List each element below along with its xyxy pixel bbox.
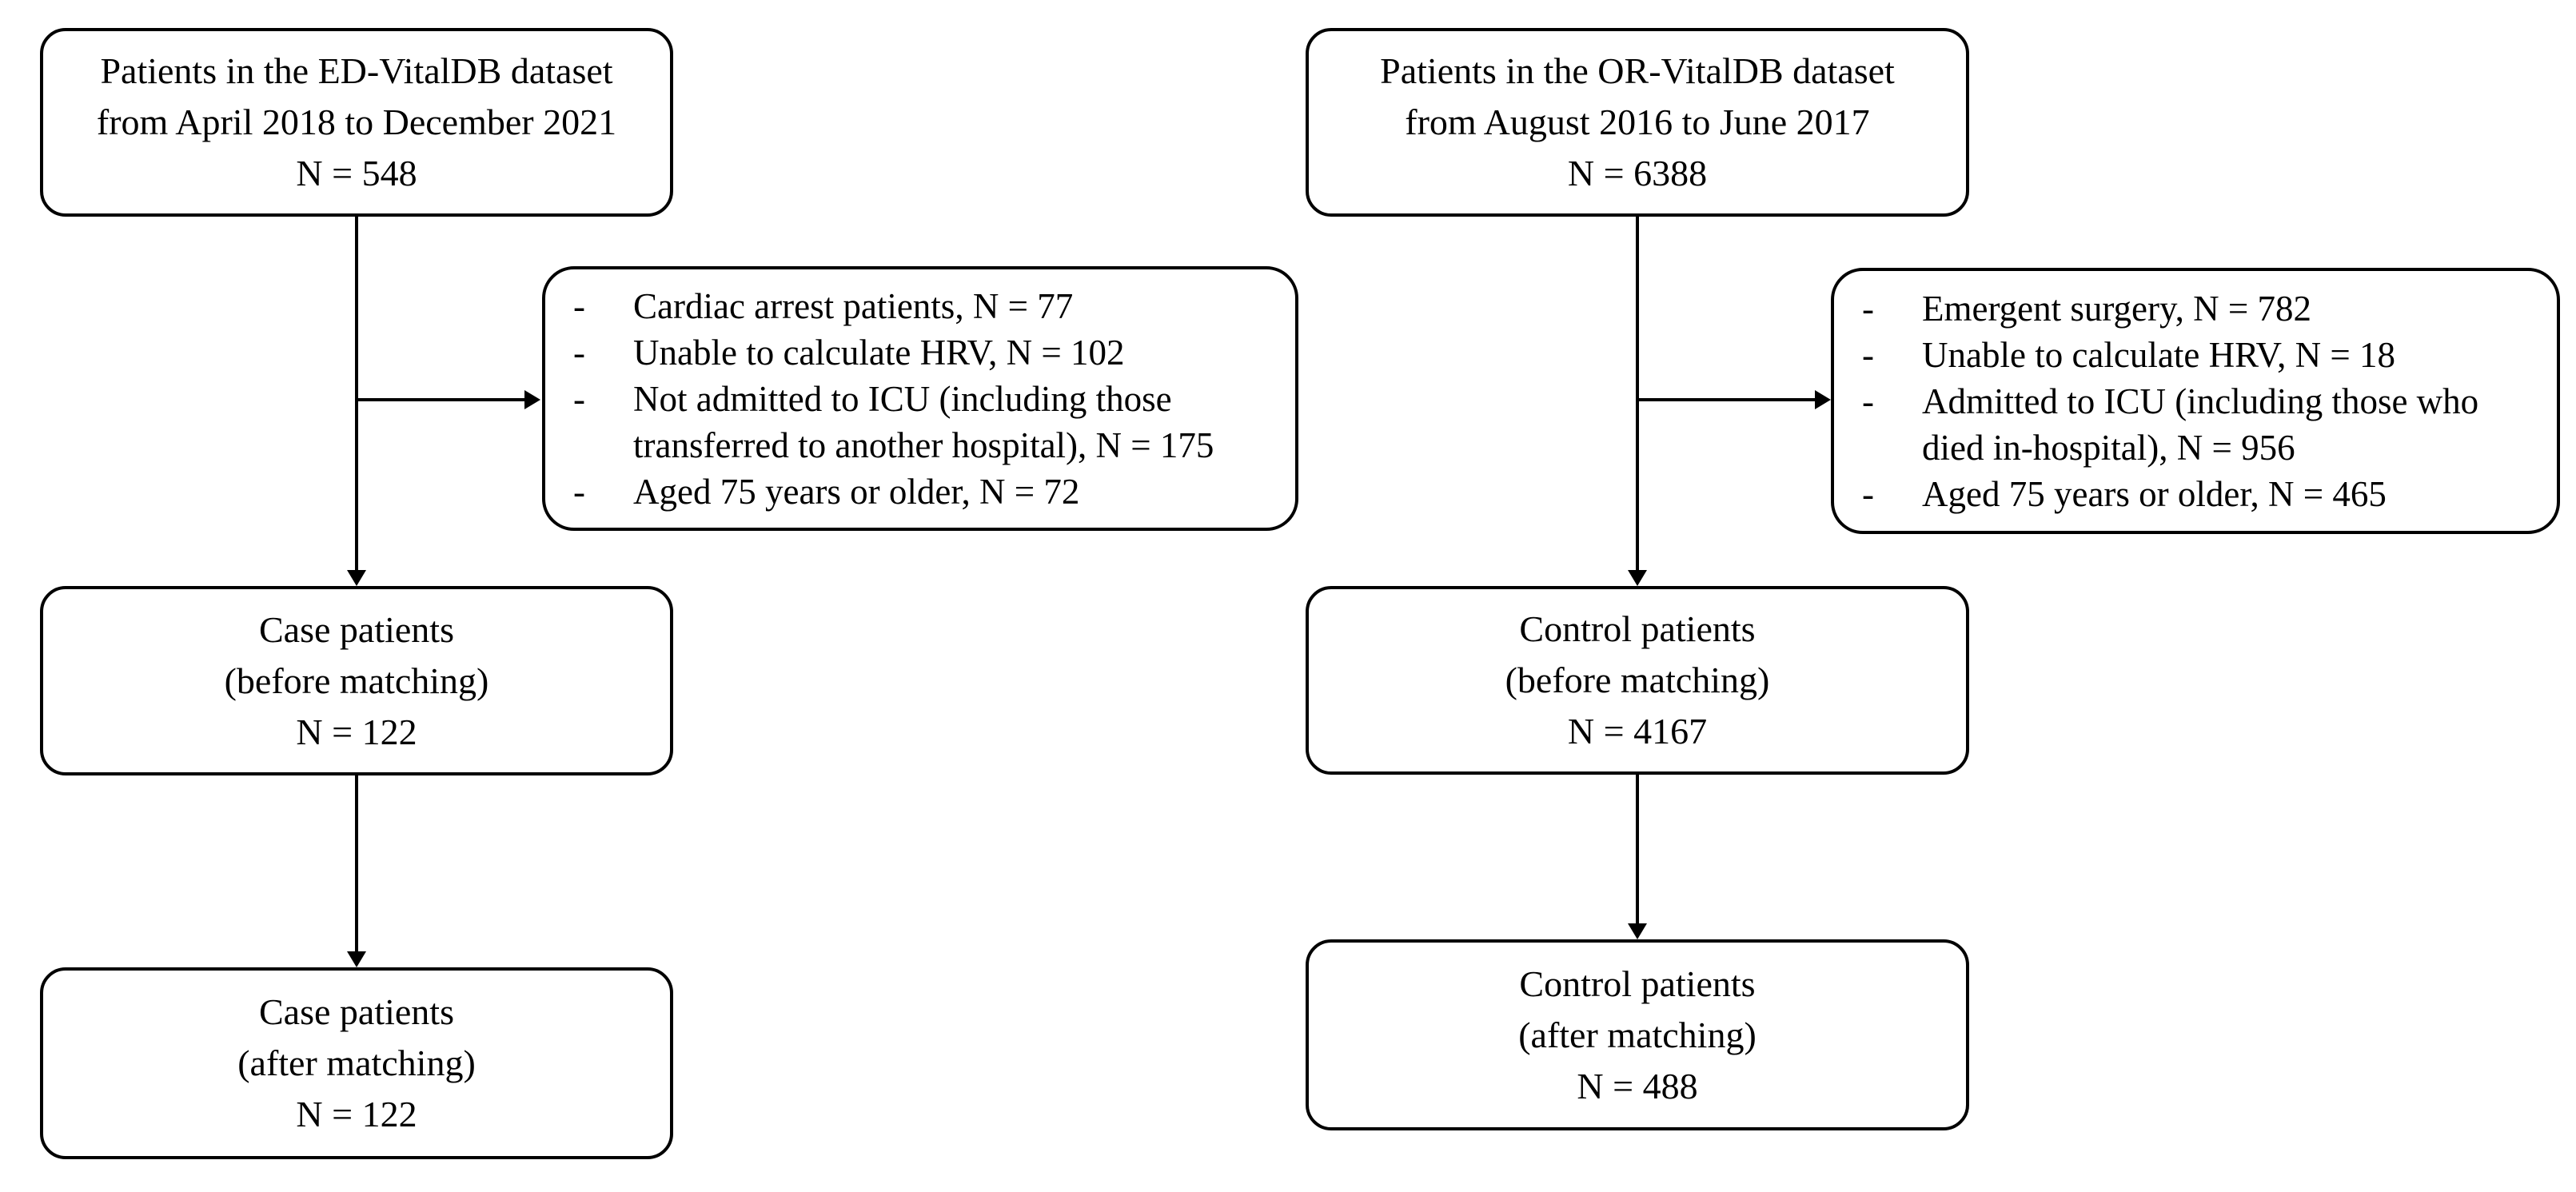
text-line: N = 122: [296, 711, 417, 752]
text-line: Control patients: [1519, 963, 1756, 1004]
exclusion-item: - Cardiac arrest patients, N = 77: [573, 283, 1275, 329]
or-exclusion-branch-arrow-line: [1637, 398, 1816, 401]
ed-source-to-case-before-arrow-line: [355, 215, 358, 572]
exclusion-text: Admitted to ICU (including those who die…: [1922, 381, 2479, 468]
text-line: N = 4167: [1567, 711, 1708, 751]
text-line: (after matching): [1518, 1014, 1757, 1055]
or-exclusion-box: - Emergent surgery, N = 782 - Unable to …: [1831, 268, 2560, 534]
text-line: Patients in the OR-VitalDB dataset: [1380, 50, 1895, 91]
exclusion-item: - Unable to calculate HRV, N = 18: [1862, 332, 2537, 378]
dash-bullet: -: [1862, 288, 1874, 329]
exclusion-item: - Admitted to ICU (including those who d…: [1862, 378, 2537, 471]
text-line: from April 2018 to December 2021: [96, 102, 617, 142]
exclusion-item: - Emergent surgery, N = 782: [1862, 285, 2537, 332]
arrowhead-right-icon: [1815, 390, 1831, 409]
case-after-matching-box: Case patients (after matching) N = 122: [40, 967, 673, 1159]
dash-bullet: -: [573, 285, 585, 326]
dash-bullet: -: [573, 471, 585, 512]
exclusion-text: Emergent surgery, N = 782: [1922, 288, 2311, 329]
text-line: Control patients: [1519, 608, 1756, 649]
text-line: N = 6388: [1567, 153, 1708, 193]
text-line: Case patients: [259, 608, 454, 650]
dash-bullet: -: [573, 332, 585, 373]
exclusion-text: Not admitted to ICU (including those tra…: [633, 378, 1214, 465]
text-line: Case patients: [259, 991, 454, 1032]
exclusion-item: - Unable to calculate HRV, N = 102: [573, 329, 1275, 376]
exclusion-text: Aged 75 years or older, N = 72: [633, 471, 1080, 512]
ed-exclusion-box: - Cardiac arrest patients, N = 77 - Unab…: [542, 266, 1298, 531]
dash-bullet: -: [1862, 473, 1874, 514]
text-line: (after matching): [237, 1043, 476, 1083]
ed-exclusion-branch-arrow-line: [357, 398, 526, 401]
exclusion-item: - Aged 75 years or older, N = 465: [1862, 471, 2537, 517]
exclusion-text: Unable to calculate HRV, N = 102: [633, 332, 1125, 373]
text-line: Patients in the ED-VitalDB dataset: [100, 50, 613, 91]
or-source-box: Patients in the OR-VitalDB dataset from …: [1306, 28, 1969, 217]
arrowhead-down-icon: [1628, 923, 1647, 939]
text-line: N = 488: [1577, 1065, 1698, 1106]
exclusion-item: - Not admitted to ICU (including those t…: [573, 376, 1275, 468]
dash-bullet: -: [1862, 381, 1874, 421]
text-line: N = 548: [296, 153, 417, 193]
text-line: N = 122: [296, 1094, 417, 1134]
arrowhead-right-icon: [524, 390, 540, 409]
arrowhead-down-icon: [347, 570, 366, 586]
case-before-matching-box: Case patients (before matching) N = 122: [40, 586, 673, 775]
dash-bullet: -: [573, 378, 585, 419]
control-after-matching-box: Control patients (after matching) N = 48…: [1306, 939, 1969, 1130]
case-before-to-after-arrow-line: [355, 774, 358, 953]
exclusion-text: Cardiac arrest patients, N = 77: [633, 285, 1074, 326]
control-before-matching-box: Control patients (before matching) N = 4…: [1306, 586, 1969, 775]
dash-bullet: -: [1862, 334, 1874, 375]
text-line: (before matching): [1505, 660, 1770, 700]
or-source-to-control-before-arrow-line: [1636, 215, 1639, 572]
exclusion-text: Aged 75 years or older, N = 465: [1922, 473, 2387, 514]
ed-source-box: Patients in the ED-VitalDB dataset from …: [40, 28, 673, 217]
exclusion-text: Unable to calculate HRV, N = 18: [1922, 334, 2396, 375]
arrowhead-down-icon: [1628, 570, 1647, 586]
arrowhead-down-icon: [347, 951, 366, 967]
exclusion-item: - Aged 75 years or older, N = 72: [573, 468, 1275, 515]
control-before-to-after-arrow-line: [1636, 773, 1639, 925]
text-line: from August 2016 to June 2017: [1405, 102, 1870, 142]
text-line: (before matching): [224, 660, 489, 701]
